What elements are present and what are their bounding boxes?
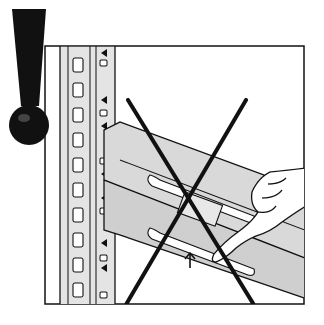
exclamation-mark-icon [9,9,49,145]
